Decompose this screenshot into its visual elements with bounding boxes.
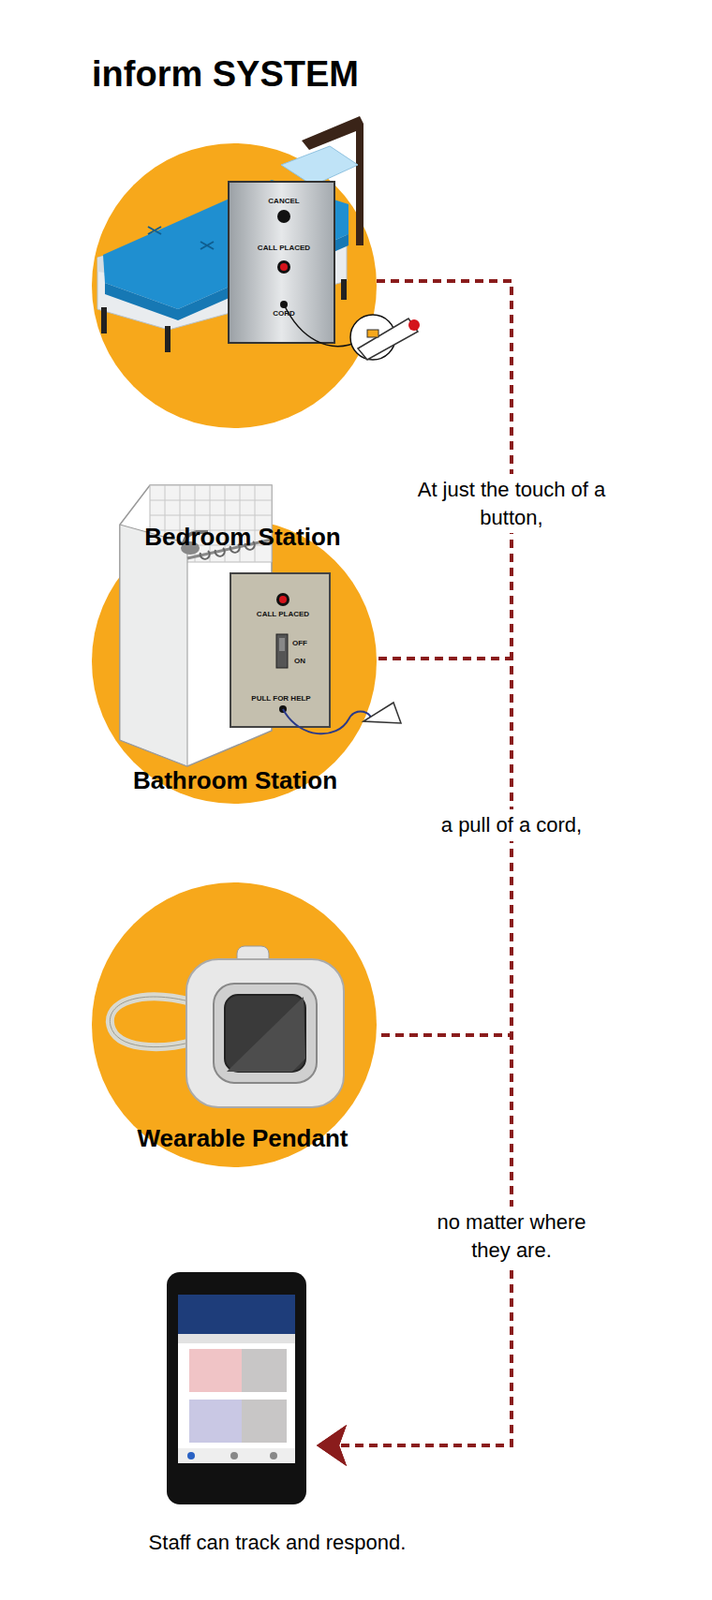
station-label: Bedroom Station <box>144 522 341 552</box>
station-node: Wearable Pendant <box>91 882 377 1168</box>
station-label: Wearable Pendant <box>137 1124 349 1154</box>
panel-label: CALL PLACED <box>257 243 311 253</box>
bed-illustration <box>97 116 364 353</box>
arrowhead <box>316 1424 347 1467</box>
panel-label: CALL PLACED <box>256 609 310 619</box>
connector-line <box>341 658 512 1446</box>
panel-label: ON <box>294 656 306 666</box>
dashed-connector <box>316 658 512 1467</box>
dashed-connector <box>316 281 512 1467</box>
connector-line <box>341 281 512 1446</box>
title: inform SYSTEM <box>91 54 359 95</box>
bedroom-circle <box>91 143 377 429</box>
bedroom-call-panel <box>228 181 420 360</box>
panel-label: CORD <box>272 309 296 318</box>
edge-label: At just the touch of a button, <box>411 474 612 534</box>
pendant-circle <box>91 882 377 1168</box>
phone-illustration <box>166 1272 307 1505</box>
edge-label: no matter where they are. <box>411 1206 612 1266</box>
panel-label: PULL FOR HELP <box>251 694 311 703</box>
edge-label: a pull of a cord, <box>435 809 588 842</box>
bathroom-call-panel <box>230 573 401 734</box>
station-node: Bedroom Station <box>91 143 377 429</box>
caption-text: Staff can track and respond. <box>148 1530 407 1556</box>
station-label: Bathroom Station <box>133 766 338 796</box>
pendant-illustration <box>109 946 344 1108</box>
panel-label: OFF <box>292 638 308 648</box>
station-node: Bathroom Station <box>91 519 377 804</box>
phone-node: Staff can track and respond. <box>166 1272 307 1505</box>
panel-label: CANCEL <box>267 196 299 206</box>
